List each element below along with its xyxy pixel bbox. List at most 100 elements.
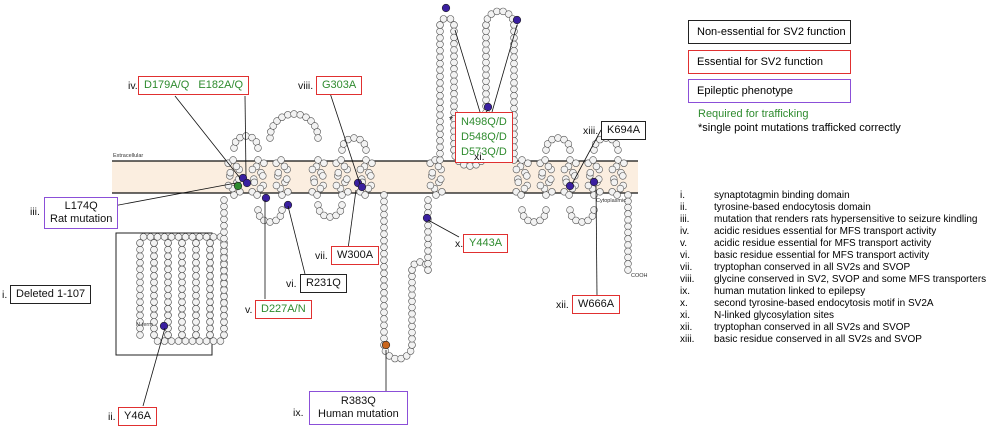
key-num: viii. [680,274,695,285]
residue [436,91,444,100]
residue [380,295,388,303]
callout-iii-line-2: Rat mutation [50,213,113,225]
residue [542,146,550,154]
residue [220,324,228,333]
residue [192,259,200,267]
residue [590,206,598,214]
residue [519,212,528,220]
n-term-label: N-term [136,322,153,328]
residue [624,216,632,224]
residue [505,10,513,18]
legend-essential: Essential for SV2 function [688,50,851,74]
residue [206,318,214,326]
residue [220,202,228,211]
residue [178,285,186,293]
extracellular-label: Extracellular [113,153,144,159]
residue [408,303,416,312]
highlight-residue [233,181,243,191]
residue [436,117,444,126]
residue [624,235,632,243]
residue [320,159,328,167]
residue [188,337,197,345]
residue [434,162,443,171]
residue [356,165,365,174]
residue [178,278,186,287]
residue [192,272,200,280]
highlight-residue [483,102,493,112]
residue [624,210,632,218]
residue [315,207,324,215]
key-row: i.synaptotagmin binding domain [680,190,986,202]
residue [356,135,364,144]
residue [302,113,310,121]
residue [540,212,549,220]
residue [380,321,388,330]
residue [523,172,531,180]
numeral-key: i.synaptotagmin binding domain ii.tyrosi… [680,190,986,346]
residue [136,311,144,319]
residue [232,162,241,171]
key-text: glycine conserved in SV2, SVOP and some … [714,274,987,285]
residue [510,79,518,87]
callout-iv-box: D179A/Q E182A/Q [138,76,250,95]
residue [436,104,444,113]
residue [220,260,228,268]
residue [164,252,172,260]
residue [164,278,172,287]
residue [139,233,148,241]
residue [380,308,388,317]
residue [192,239,200,247]
residue [361,191,369,199]
residue [150,331,158,339]
callout-iii-box: L174Q Rat mutation [44,197,119,229]
residue [408,272,416,280]
leader-line [491,24,518,113]
callout-iv-text-b: E182A/Q [198,79,244,91]
residue [380,210,388,219]
callout-xi-num: xi. [474,151,485,163]
leader-line [287,205,306,275]
residue [188,233,197,241]
residue [408,310,416,318]
residue [164,272,172,280]
residue [340,162,349,171]
callout-ix-line-1: R383Q [340,395,376,407]
residue [538,169,546,177]
residue [450,77,458,86]
residue [408,285,416,293]
residue [450,40,458,48]
residue [164,239,172,247]
residue [360,140,369,148]
residue [220,254,228,262]
residue [178,245,186,254]
key-num: vii. [680,262,693,273]
residue [543,140,552,148]
residue [436,79,444,87]
key-row: xiii.basic residue conserved in all SV2s… [680,334,986,346]
key-num: x. [680,298,688,309]
residue [380,191,388,199]
leader-line [427,219,460,238]
residue [624,228,632,237]
leader-line [595,185,598,297]
key-text: basic residue essential for MFS transpor… [714,250,930,261]
residue [206,239,214,247]
legend-non-essential: Non-essential for SV2 function [688,20,851,44]
residue [136,259,144,267]
residue [572,159,580,167]
residue [566,146,574,154]
residue [206,305,214,313]
residue [206,291,214,300]
residue [436,34,444,42]
residue [436,130,444,139]
key-num: xii. [680,322,693,333]
residue [466,162,474,170]
residue [220,196,228,204]
residue [380,256,388,264]
residue [242,132,250,140]
callout-iv-num: iv. [128,80,138,92]
residue [164,245,172,254]
residue [236,133,244,142]
residue [426,181,435,190]
callout-i-box: Deleted 1-107 [10,285,92,304]
